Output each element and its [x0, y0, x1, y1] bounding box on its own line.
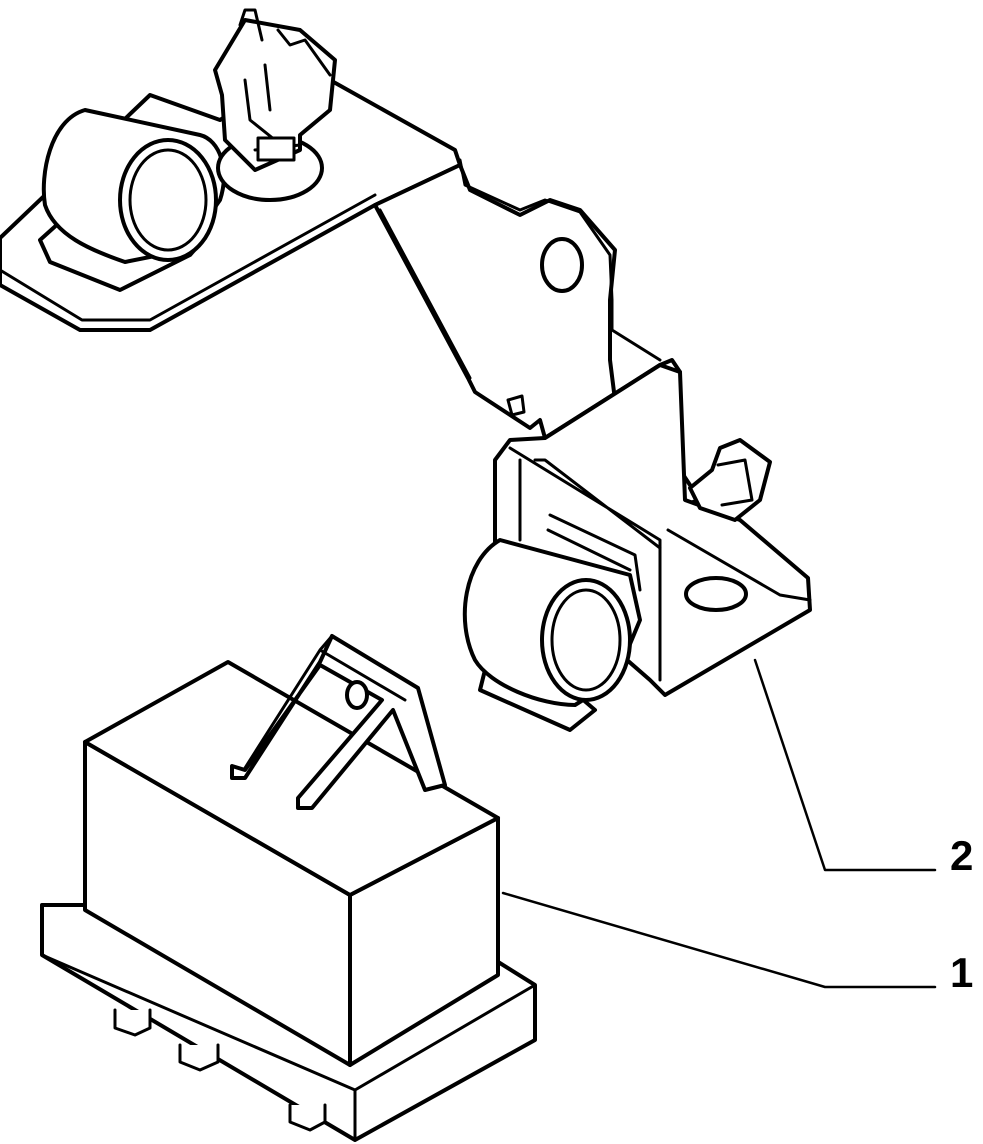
relay-body-top-face [83, 660, 500, 897]
upper-cable-clip [38, 108, 226, 292]
relay-pin [288, 1103, 327, 1132]
relay-pin [113, 1008, 152, 1037]
upper-connector-clip [213, 8, 337, 202]
callout-2-leader [753, 658, 937, 872]
callout-1: 1 [501, 891, 973, 996]
bracket-part [0, 8, 812, 732]
relay-pin [178, 1043, 220, 1072]
callout-2-label: 2 [950, 832, 973, 879]
relay-tab-hole [345, 680, 369, 710]
bracket-mount-hole [540, 237, 584, 293]
lower-clip-ring [540, 578, 632, 702]
callout-1-label: 1 [950, 949, 973, 996]
callout-2: 2 [753, 658, 973, 879]
lower-cable-clip [462, 513, 642, 732]
bracket-lower-hole [684, 576, 748, 612]
bracket-hook-tab [688, 438, 772, 522]
upper-clip-ring [118, 138, 218, 262]
callout-1-leader [501, 891, 937, 989]
relay-part [40, 634, 537, 1142]
